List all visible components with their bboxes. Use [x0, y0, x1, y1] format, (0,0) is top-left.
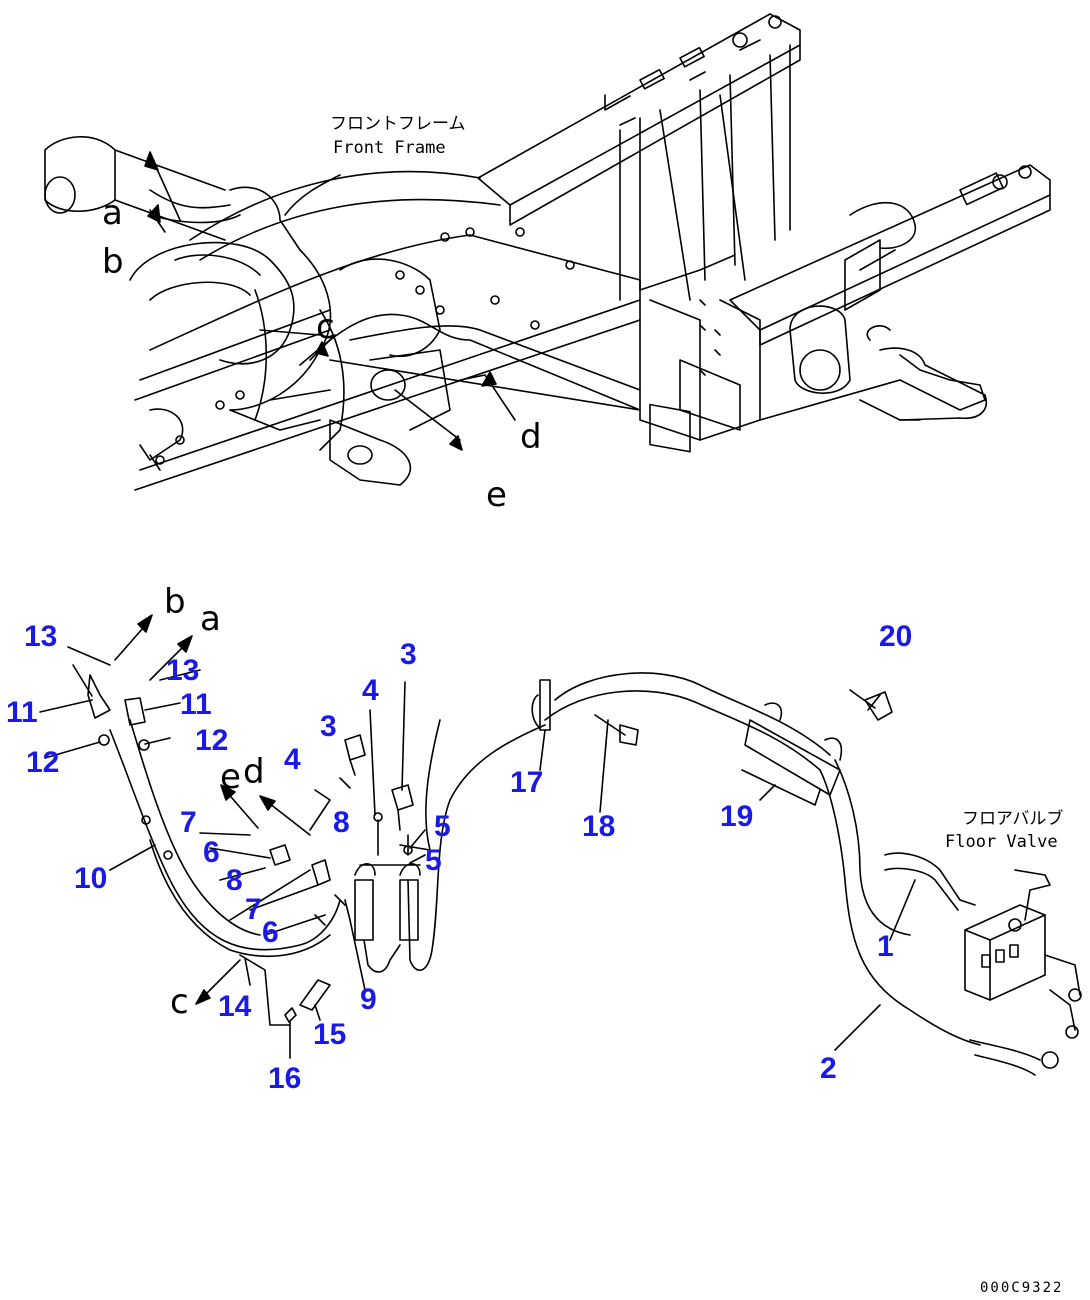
callout-6: 6 [203, 836, 220, 869]
callout-8: 8 [226, 864, 243, 897]
callout-7: 7 [180, 806, 197, 839]
callout-7: 7 [245, 893, 262, 926]
callout-10: 10 [74, 862, 108, 895]
ref-letter-b: b [164, 582, 186, 622]
callout-3: 3 [400, 638, 417, 671]
ref-letter-b: b [102, 242, 124, 282]
callout-1: 1 [877, 930, 894, 963]
callout-12: 12 [195, 724, 229, 757]
ref-letter-e: e [220, 757, 241, 797]
ref-letter-a: a [200, 599, 221, 639]
front-frame-drawing [44, 13, 1051, 491]
callout-4: 4 [284, 743, 301, 776]
ref-letter-c: c [316, 307, 335, 347]
callout-5: 5 [425, 844, 442, 877]
callout-12: 12 [26, 746, 60, 779]
callout-5: 5 [434, 810, 451, 843]
callout-13: 13 [24, 620, 58, 653]
callout-4: 4 [362, 674, 379, 707]
callout-8: 8 [333, 806, 350, 839]
callout-2: 2 [820, 1052, 837, 1085]
drawing-code: 000C9322 [980, 1280, 1064, 1296]
callout-13: 13 [166, 654, 200, 687]
callout-19: 19 [720, 800, 754, 833]
ref-letter-a: a [102, 193, 123, 233]
callout-3: 3 [320, 710, 337, 743]
callout-6: 6 [262, 916, 279, 949]
ref-letter-d: d [520, 417, 542, 457]
callout-20: 20 [879, 620, 913, 653]
hose-exploded-drawing [39, 614, 1082, 1076]
callout-14: 14 [218, 990, 252, 1023]
callout-11: 11 [180, 688, 212, 721]
callout-16: 16 [268, 1062, 302, 1095]
callout-15: 15 [313, 1018, 347, 1051]
callout-17: 17 [510, 766, 544, 799]
ref-letter-d: d [243, 752, 265, 792]
floor-valve-caption-en: Floor Valve [945, 832, 1058, 852]
floor-valve-caption-jp: フロアバルブ [962, 809, 1064, 829]
callout-9: 9 [360, 983, 377, 1016]
callout-18: 18 [582, 810, 616, 843]
ref-letter-e: e [486, 475, 507, 515]
ref-letter-c: c [170, 982, 189, 1022]
front-frame-caption-en: Front Frame [333, 138, 446, 158]
front-frame-caption-jp: フロントフレーム [330, 114, 466, 134]
callout-11: 11 [6, 696, 38, 729]
